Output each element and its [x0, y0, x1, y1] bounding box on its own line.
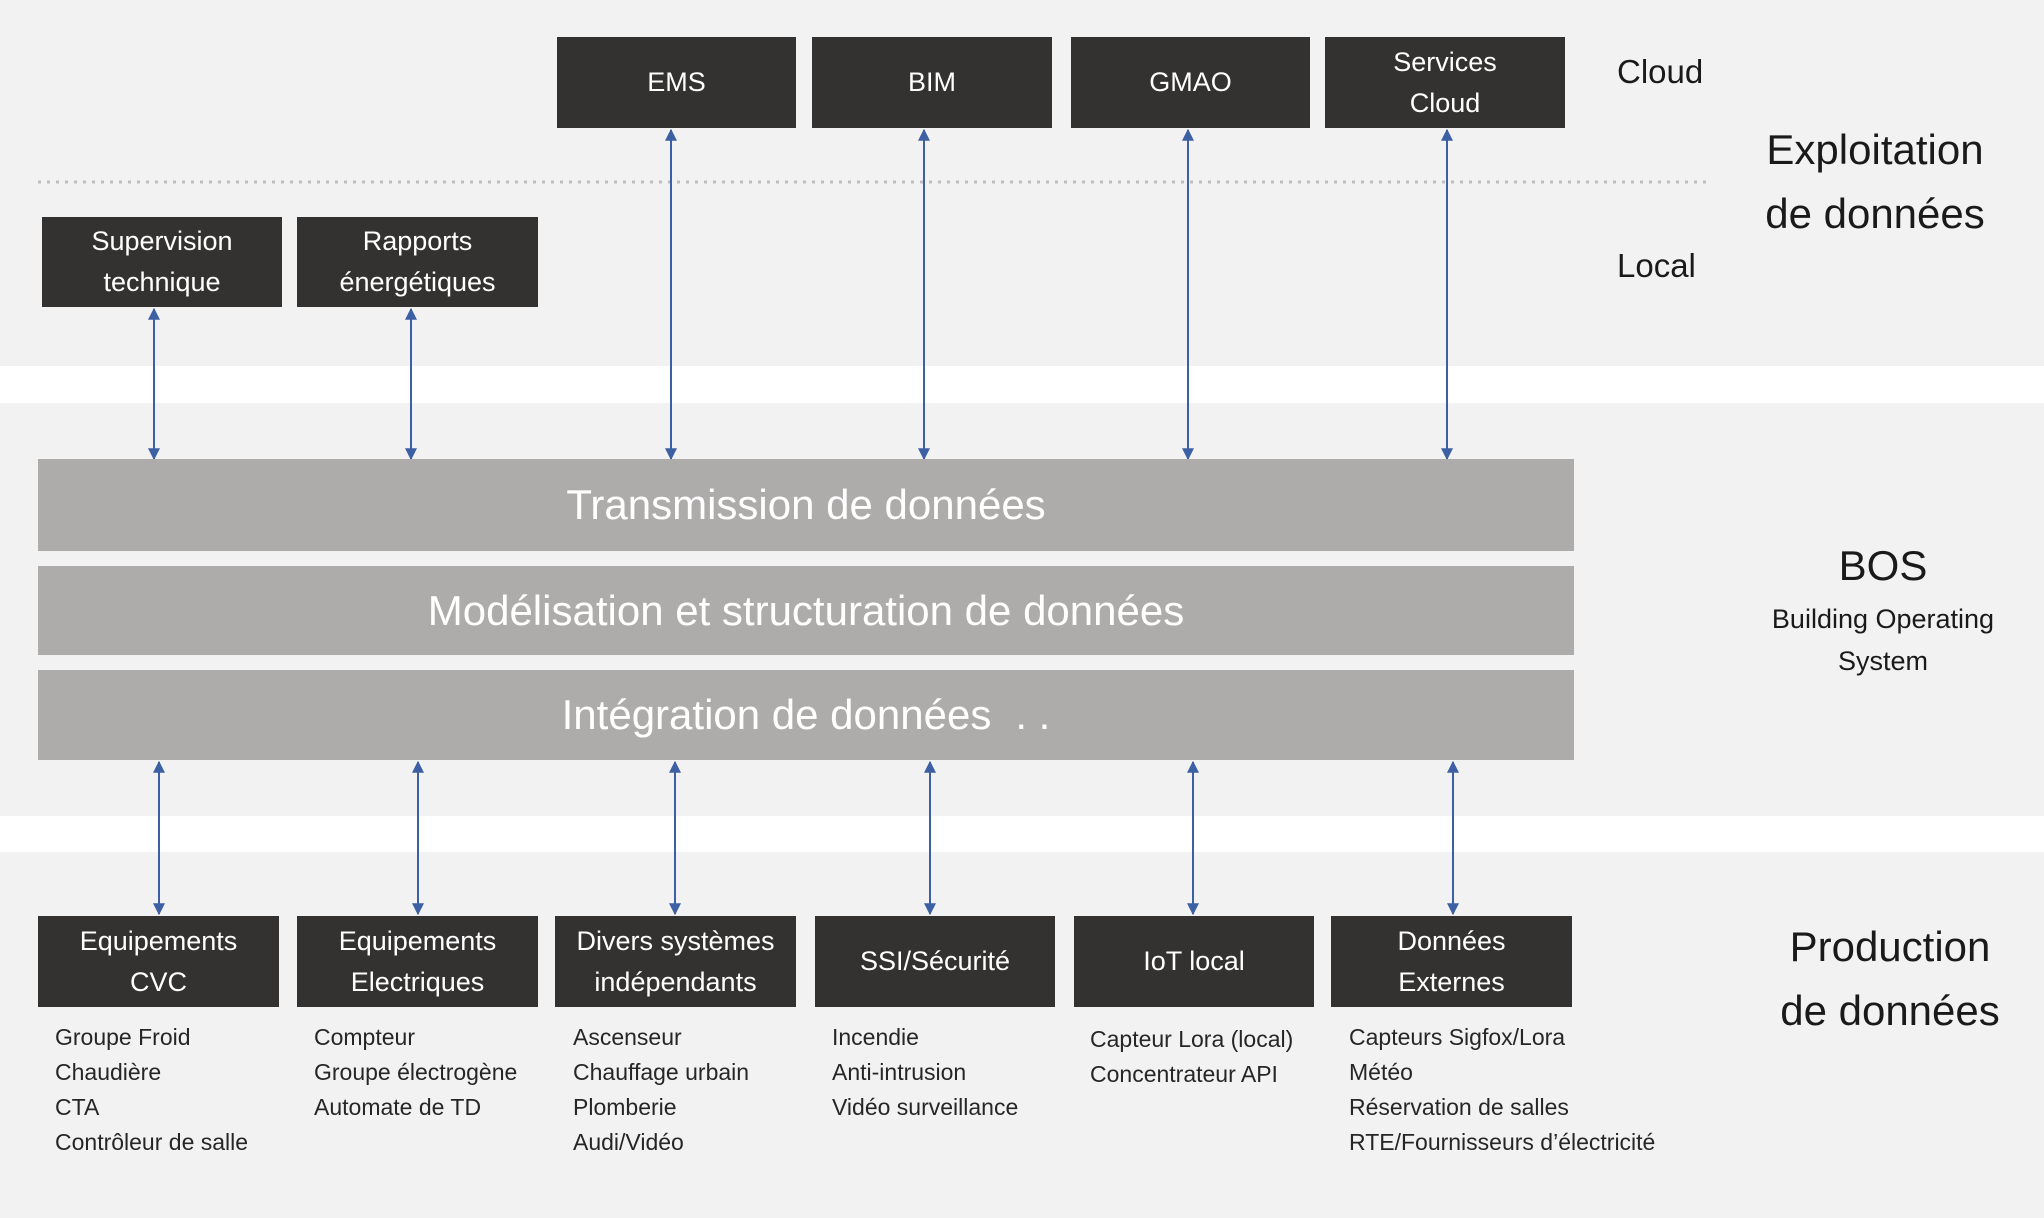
electriques-items-list: Compteur Groupe électrogène Automate de …: [314, 1020, 517, 1125]
list-item: RTE/Fournisseurs d’électricité: [1349, 1129, 1656, 1155]
list-item: Capteurs Sigfox/Lora: [1349, 1024, 1566, 1050]
list-item: Ascenseur: [573, 1024, 682, 1050]
bim-box: BIM: [812, 37, 1052, 128]
iot-items-list: Capteur Lora (local) Concentrateur API: [1090, 1022, 1293, 1092]
divers-items-list: Ascenseur Chauffage urbain Plomberie Aud…: [573, 1020, 749, 1160]
bos-subtitle: Building Operating System: [1771, 604, 1995, 676]
source-box-equipements-electriques: Equipements Electriques: [297, 916, 538, 1007]
list-item: Incendie: [832, 1024, 919, 1050]
exploitation-section-label: Exploitation de données: [1765, 126, 1985, 237]
list-item: Concentrateur API: [1090, 1061, 1278, 1087]
list-item: Compteur: [314, 1024, 415, 1050]
bos-title: BOS: [1838, 542, 1928, 589]
list-item: Anti-intrusion: [832, 1059, 967, 1085]
list-item: Groupe Froid: [55, 1024, 191, 1050]
list-item: Groupe électrogène: [314, 1059, 518, 1085]
list-item: Chaudière: [55, 1059, 162, 1085]
list-item: Contrôleur de salle: [55, 1129, 249, 1155]
rapports-energetiques-box: Rapports énergétiques: [297, 217, 538, 307]
modelisation-layer-label: Modélisation et structuration de données: [427, 586, 1185, 634]
list-item: Vidéo surveillance: [832, 1094, 1019, 1120]
source-box-donnees-externes: Données Externes: [1331, 916, 1572, 1007]
source-box-divers-systemes: Divers systèmes indépendants: [555, 916, 796, 1007]
ssi-items-list: Incendie Anti-intrusion Vidéo surveillan…: [832, 1020, 1018, 1125]
supervision-technique-box: Supervision technique: [42, 217, 282, 307]
list-item: Plomberie: [573, 1094, 677, 1120]
list-item: Automate de TD: [314, 1094, 482, 1120]
list-item: CTA: [55, 1094, 100, 1120]
source-box-iot-local: IoT local: [1074, 916, 1314, 1007]
production-section-label: Production de données: [1780, 923, 2000, 1034]
gmao-box: GMAO: [1071, 37, 1310, 128]
integration-layer: Intégration de données . .: [38, 670, 1574, 760]
list-item: Réservation de salles: [1349, 1094, 1569, 1120]
cvc-items-list: Groupe Froid Chaudière CTA Contrôleur de…: [55, 1020, 248, 1160]
local-label: Local: [1617, 247, 1696, 284]
list-item: Audi/Vidéo: [573, 1129, 684, 1155]
list-item: Chauffage urbain: [573, 1059, 750, 1085]
list-item: Capteur Lora (local): [1090, 1026, 1294, 1052]
integration-ellipsis: . .: [1015, 691, 1051, 738]
modelisation-layer: Modélisation et structuration de données: [38, 566, 1574, 655]
transmission-layer-label: Transmission de données: [566, 481, 1046, 528]
ems-box: EMS: [557, 37, 796, 128]
transmission-layer: Transmission de données: [38, 459, 1574, 551]
integration-layer-label: Intégration de données: [561, 691, 992, 738]
production-band: [0, 852, 2044, 1218]
cloud-label: Cloud: [1617, 53, 1704, 90]
services-cloud-box: Services Cloud: [1325, 37, 1565, 128]
source-box-ssi-securite: SSI/Sécurité: [815, 916, 1055, 1007]
externes-items-list: Capteurs Sigfox/Lora Météo Réservation d…: [1349, 1020, 1655, 1160]
source-box-equipements-cvc: Equipements CVC: [38, 916, 279, 1007]
list-item: Météo: [1349, 1059, 1413, 1085]
